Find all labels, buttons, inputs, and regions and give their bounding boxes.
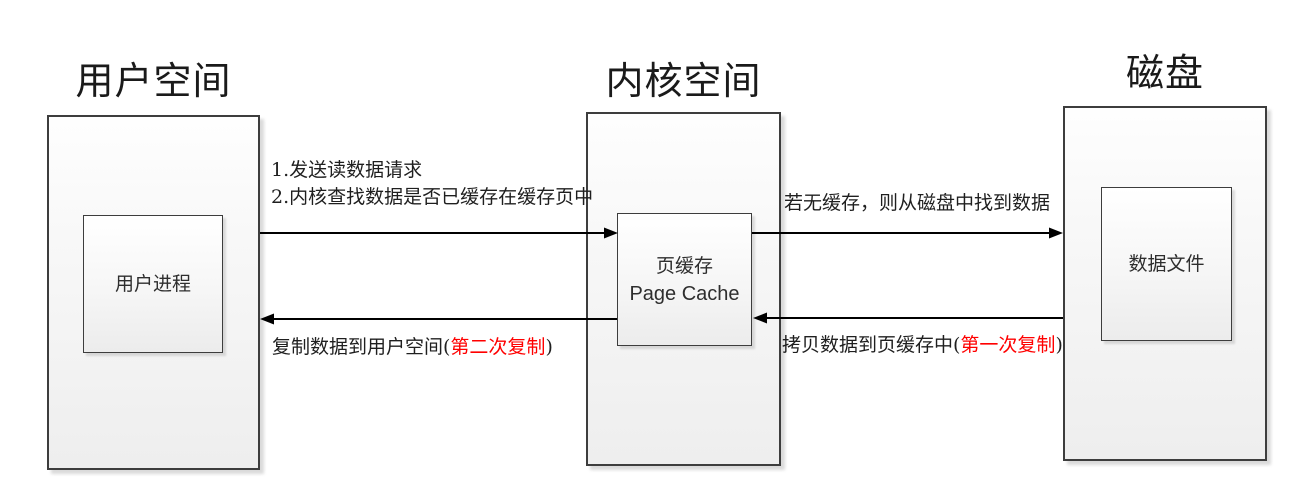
first-copy-label: 拷贝数据到页缓存中(第一次复制) bbox=[782, 332, 1063, 359]
page-cache-label-en: Page Cache bbox=[629, 282, 740, 305]
user-space-title: 用户空间 bbox=[75, 59, 232, 103]
second-copy-label: 复制数据到用户空间(第二次复制) bbox=[272, 334, 553, 361]
first-copy-label-prefix: 拷贝数据到页缓存中( bbox=[782, 334, 961, 356]
arrow-fetch-head-right-icon bbox=[1049, 227, 1063, 239]
page-cache-node: 页缓存 Page Cache bbox=[617, 213, 752, 346]
first-copy-label-suffix: ) bbox=[1055, 334, 1063, 356]
first-copy-label-highlight: 第一次复制 bbox=[960, 334, 1056, 356]
user-process-label: 用户进程 bbox=[114, 273, 191, 295]
page-cache-label-zh: 页缓存 bbox=[655, 254, 713, 277]
disk-title: 磁盘 bbox=[1125, 51, 1204, 95]
request-label-line2: 2.内核查找数据是否已缓存在缓存页中 bbox=[271, 186, 594, 208]
arrow-second-copy-head-left-icon bbox=[260, 313, 274, 325]
kernel-space-title: 内核空间 bbox=[605, 59, 762, 103]
no-cache-label: 若无缓存，则从磁盘中找到数据 bbox=[784, 192, 1051, 214]
request-label-line1: 1.发送读数据请求 bbox=[271, 159, 423, 181]
second-copy-label-prefix: 复制数据到用户空间( bbox=[272, 336, 451, 358]
data-file-node: 数据文件 bbox=[1101, 187, 1232, 341]
second-copy-label-highlight: 第二次复制 bbox=[450, 336, 546, 358]
second-copy-label-suffix: ) bbox=[545, 336, 553, 358]
request-label: 1.发送读数据请求 2.内核查找数据是否已缓存在缓存页中 bbox=[271, 157, 593, 211]
data-file-label: 数据文件 bbox=[1128, 253, 1205, 275]
user-process-node: 用户进程 bbox=[83, 215, 223, 353]
